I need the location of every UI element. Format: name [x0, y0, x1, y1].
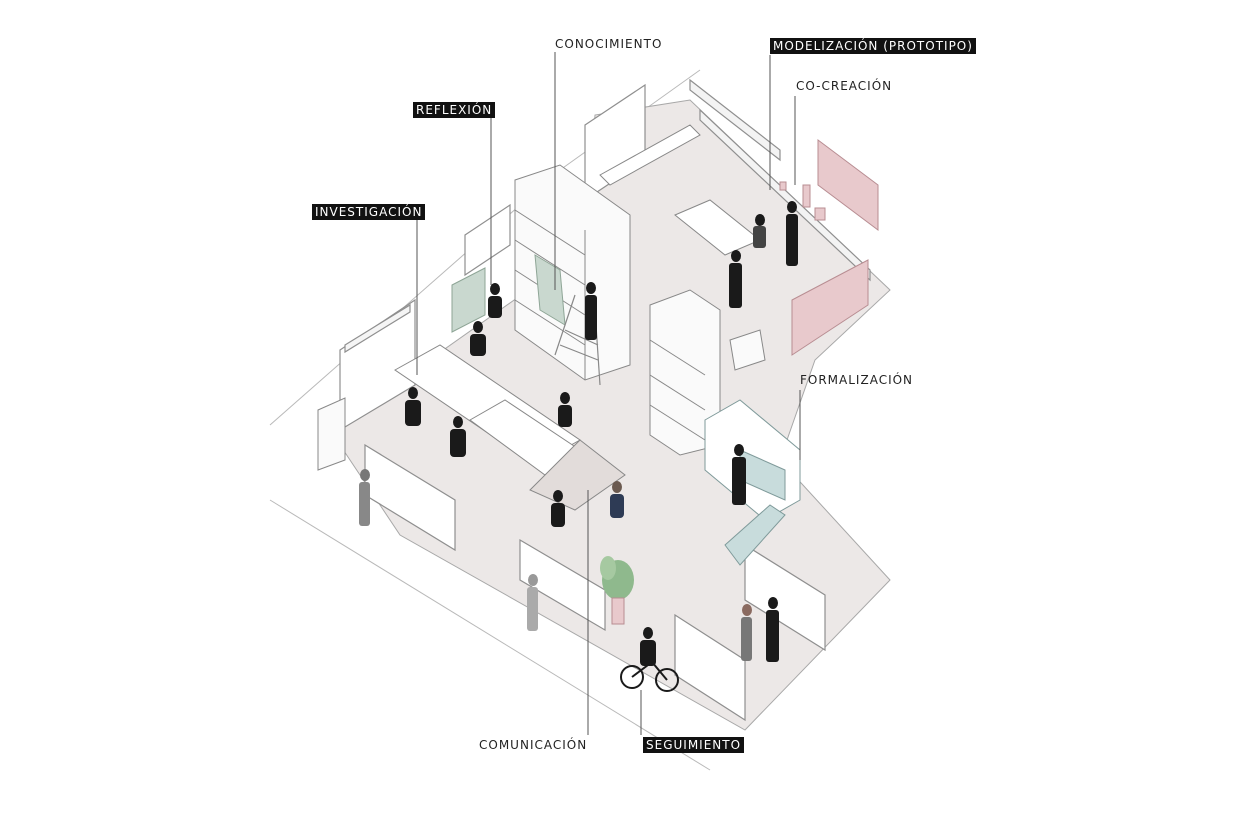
label-conocimiento: CONOCIMIENTO [555, 37, 663, 51]
label-formalizacion: FORMALIZACIÓN [800, 373, 914, 387]
people [359, 201, 798, 666]
label-co-creacion: CO-CREACIÓN [796, 79, 893, 93]
label-comunicacion: COMUNICACIÓN [479, 738, 588, 752]
label-investigacion: INVESTIGACIÓN [312, 204, 426, 220]
bookshelves [514, 164, 721, 456]
research-boards [451, 254, 566, 333]
desks [394, 124, 761, 511]
workbench [704, 399, 801, 566]
label-reflexion: REFLEXIÓN [413, 102, 496, 118]
walls [339, 78, 871, 722]
label-modelizacion: MODELIZACIÓN (PROTOTIPO) [770, 38, 976, 54]
co-creation-boards [779, 139, 879, 356]
low-cabinet [317, 329, 766, 471]
leader-lines [416, 52, 801, 735]
plant [600, 556, 634, 625]
label-seguimiento: SEGUIMIENTO [643, 737, 745, 753]
